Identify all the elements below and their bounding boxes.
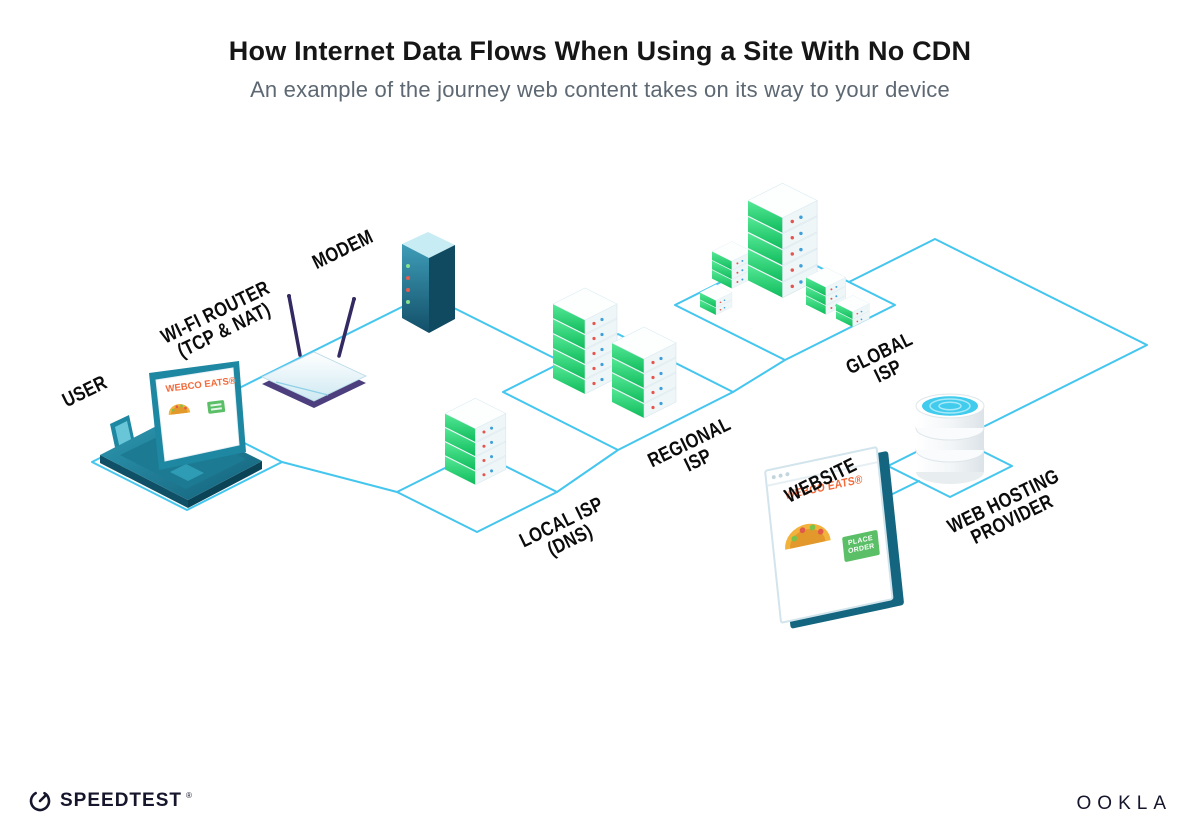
registered-mark: ® [185,790,192,800]
wifi-router [261,294,367,408]
page-subtitle: An example of the journey web content ta… [250,77,950,102]
wire-user-to-local [281,461,398,493]
modem [402,232,455,333]
regional-isp-servers [552,287,677,419]
window-dot-icon [771,474,776,480]
user-laptop: WEBCO EATS® [100,361,262,508]
window-dot-icon [785,471,790,477]
ookla-wordmark: OOKLA [1076,793,1172,814]
global-isp-servers [699,182,870,328]
place-order-button: PLACE ORDER [842,529,880,563]
taco-icon [782,519,831,550]
speedtest-logo: SPEEDTEST ® [28,789,196,813]
window-dot-icon [778,472,783,478]
wire-global-to-hosting [848,238,1148,427]
gauge-icon [29,790,51,812]
speedtest-wordmark: SPEEDTEST [60,790,182,811]
hosting-database [915,393,985,484]
wire-modem-to-regional [451,306,563,363]
local-isp-servers [444,397,507,486]
page-title: How Internet Data Flows When Using a Sit… [228,36,972,66]
laptop-order-chip [207,400,226,414]
wire-regional-to-global [732,359,786,393]
wire-local-to-regional [556,449,619,493]
